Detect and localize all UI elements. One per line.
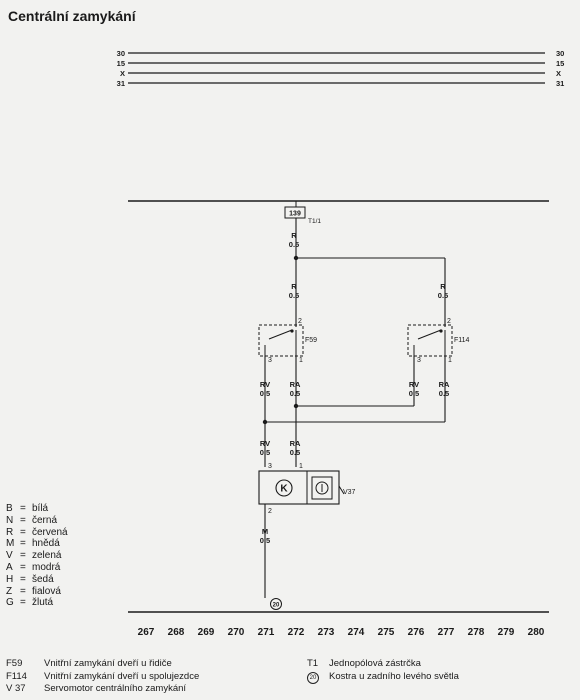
- motor-pin-2: 2: [268, 508, 272, 515]
- fuse-number: 139: [289, 211, 301, 218]
- column-number: 277: [438, 627, 455, 638]
- legend-row: H=šedá: [6, 573, 54, 585]
- column-number: 279: [498, 627, 515, 638]
- column-number: 272: [288, 627, 305, 638]
- wire-f59-rv-size: 0.5: [260, 389, 270, 398]
- switch-f114: 2 3 1 F114: [407, 318, 470, 364]
- legend-row: G=žlutá: [6, 597, 54, 609]
- wiring: [264, 218, 446, 598]
- motor-pin-3: 3: [268, 463, 272, 470]
- wire-f114-rv-color: RV: [409, 380, 419, 389]
- column-numbering: 267 268 269 270 271 272 273 274 275 276 …: [138, 627, 545, 638]
- ground-marker-icon: 20: [270, 598, 282, 610]
- column-number: 269: [198, 627, 215, 638]
- switch-f114-pin-3: 3: [417, 357, 421, 364]
- wire-motor-ra-color: RA: [290, 439, 301, 448]
- rail-label-right-31: 31: [556, 79, 564, 88]
- legend-row: B=bílá: [6, 503, 49, 514]
- rail-label-left-15: 15: [117, 59, 125, 68]
- fuse-139: 139 T1/1: [284, 201, 321, 225]
- column-number: 271: [258, 627, 275, 638]
- wire-f114-ra-size: 0.5: [439, 389, 449, 398]
- column-number: 274: [348, 627, 365, 638]
- rail-label-right-15: 15: [556, 59, 564, 68]
- ground-marker-icon: 20: [307, 671, 319, 684]
- servomotor-v37: K V37 3 1 2: [258, 463, 356, 515]
- wire-f114-ra-color: RA: [439, 380, 450, 389]
- wire-color-legend: B=bílá N=černá R=červená M=hnědá V=zelen…: [6, 503, 68, 609]
- wire-motor-rv-color: RV: [260, 439, 270, 448]
- legend-row: Z=fialová: [6, 585, 61, 597]
- wire-f59-rv-color: RV: [260, 380, 270, 389]
- legend-row: M=hnědá: [6, 538, 60, 550]
- ground-marker-number: 20: [273, 603, 280, 609]
- motor-label: V37: [343, 489, 356, 496]
- rail-labels: 30 15 X 31 30 15 X 31: [117, 49, 565, 88]
- rail-label-left-31: 31: [117, 79, 125, 88]
- column-number: 278: [468, 627, 485, 638]
- motor-icon: [315, 481, 329, 495]
- column-number: 275: [378, 627, 395, 638]
- switch-f59-pin-3: 3: [268, 357, 272, 364]
- switch-f59: 2 3 1 F59: [258, 318, 317, 364]
- legend-row: V=zelená: [6, 550, 62, 562]
- rail-label-right-x: X: [556, 69, 561, 78]
- rail-label-right-30: 30: [556, 49, 564, 58]
- junction-dots: [262, 255, 299, 425]
- wire-feed-size: 0.5: [289, 240, 299, 249]
- legend-row: N=černá: [6, 514, 58, 526]
- wire-motor-ra-size: 0.5: [290, 448, 300, 457]
- column-number: 273: [318, 627, 335, 638]
- column-number: 276: [408, 627, 425, 638]
- switch-f59-label: F59: [305, 337, 317, 344]
- wire-feed-color: R: [291, 231, 297, 240]
- wire-motor-out-size: 0.5: [260, 536, 270, 545]
- wire-motor-out-color: M: [262, 527, 268, 536]
- wire-f59-ra-color: RA: [290, 380, 301, 389]
- switch-f59-pin-1: 1: [299, 357, 303, 364]
- fuse-label: T1/1: [308, 218, 321, 225]
- wire-labels: R 0.5 R 0.5 R 0.5 RV 0.5 RA 0.5 RV 0.5 R…: [260, 231, 450, 545]
- rail-label-left-30: 30: [117, 49, 125, 58]
- wire-branch-right-color: R: [440, 282, 446, 291]
- column-number: 267: [138, 627, 155, 638]
- supply-rails: [128, 52, 545, 84]
- control-unit-icon: [275, 479, 293, 497]
- wire-branch-left-size: 0.5: [289, 291, 299, 300]
- legend-row: R=červená: [6, 526, 68, 538]
- legend-row: A=modrá: [6, 561, 61, 573]
- wire-f59-ra-size: 0.5: [290, 389, 300, 398]
- motor-symbol: K: [280, 484, 288, 495]
- column-number: 280: [528, 627, 545, 638]
- rail-label-left-x: X: [120, 69, 125, 78]
- switch-f59-pin-2: 2: [298, 318, 302, 325]
- page-title: Centrální zamykání: [8, 8, 136, 24]
- switch-f114-pin-2: 2: [447, 318, 451, 325]
- column-number: 268: [168, 627, 185, 638]
- wire-branch-right-size: 0.5: [438, 291, 448, 300]
- switch-f114-pin-1: 1: [448, 357, 452, 364]
- wire-motor-rv-size: 0.5: [260, 448, 270, 457]
- motor-pin-1: 1: [299, 463, 303, 470]
- column-number: 270: [228, 627, 245, 638]
- wire-branch-left-color: R: [291, 282, 297, 291]
- switch-f114-label: F114: [454, 337, 470, 344]
- wire-f114-rv-size: 0.5: [409, 389, 419, 398]
